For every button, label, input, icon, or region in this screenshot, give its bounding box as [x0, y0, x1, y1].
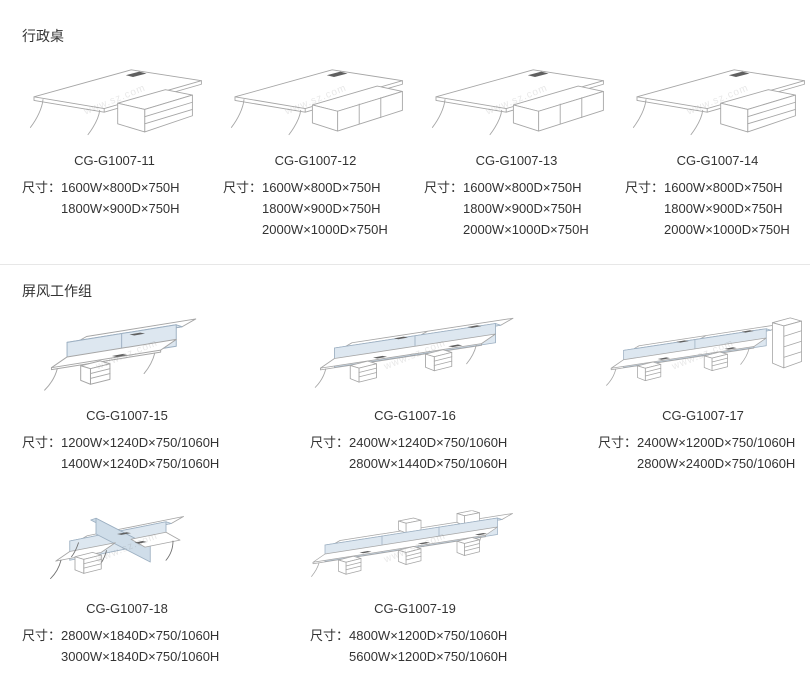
product-model: CG-G1007-15 [86, 408, 168, 423]
product-image: www.sz.com [22, 498, 232, 598]
size-label: 尺寸： [22, 435, 62, 450]
section-executive-desks: 行政桌 www.sz.com CG-G1007-11 尺寸： 1600W×800… [0, 0, 810, 240]
product-card: www.sz.com CG-G1007-11 尺寸： 1600W×800D×75… [22, 50, 207, 219]
size-values: 1600W×800D×750H 1800W×900D×750H 2000W×10… [463, 180, 589, 237]
product-image: www.sz.com [22, 50, 207, 150]
product-sizes: 尺寸： 2400W×1200D×750/1060H 2800W×2400D×75… [598, 432, 808, 474]
product-sizes: 尺寸： 1600W×800D×750H 1800W×900D×750H 2000… [223, 177, 408, 240]
product-sizes: 尺寸： 1600W×800D×750H 1800W×900D×750H 2000… [625, 177, 810, 240]
section-divider [0, 264, 810, 265]
size-values: 2800W×1840D×750/1060H 3000W×1840D×750/10… [61, 628, 220, 664]
size-label: 尺寸： [310, 435, 350, 450]
executive-desk-illustration [226, 57, 406, 143]
product-model: CG-G1007-11 [74, 153, 155, 168]
size-label: 尺寸： [424, 180, 464, 195]
product-row: www.sz.com CG-G1007-18 尺寸： 2800W×1840D×7… [22, 498, 810, 667]
product-model: CG-G1007-17 [662, 408, 744, 423]
product-image: www.sz.com [598, 305, 808, 405]
product-model: CG-G1007-12 [274, 153, 357, 168]
workstation-illustration [30, 309, 225, 402]
product-sizes: 尺寸： 4800W×1200D×750/1060H 5600W×1200D×75… [310, 625, 520, 667]
size-values: 1600W×800D×750H 1800W×900D×750H 2000W×10… [664, 180, 790, 237]
product-model: CG-G1007-16 [374, 408, 456, 423]
size-values: 1600W×800D×750H 1800W×900D×750H [61, 180, 180, 216]
product-sizes: 尺寸： 1200W×1240D×750/1060H 1400W×1240D×75… [22, 432, 232, 474]
product-image: www.sz.com [310, 305, 520, 405]
product-sizes: 尺寸： 2800W×1840D×750/1060H 3000W×1840D×75… [22, 625, 232, 667]
size-values: 4800W×1200D×750/1060H 5600W×1200D×750/10… [349, 628, 508, 664]
product-image: www.sz.com [223, 50, 408, 150]
size-values: 2400W×1200D×750/1060H 2800W×2400D×750/10… [637, 435, 796, 471]
product-model: CG-G1007-18 [86, 601, 168, 616]
executive-desk-illustration [628, 57, 808, 143]
product-card: www.sz.com CG-G1007-16 尺寸： 2400W×1240D×7… [310, 305, 520, 474]
product-row: www.sz.com CG-G1007-11 尺寸： 1600W×800D×75… [22, 50, 810, 240]
size-label: 尺寸： [22, 628, 62, 643]
section-title-executive-desks: 行政桌 [22, 28, 64, 44]
product-model: CG-G1007-13 [475, 153, 558, 168]
product-sizes: 尺寸： 2400W×1240D×750/1060H 2800W×1440D×75… [310, 432, 520, 474]
product-image: www.sz.com [424, 50, 609, 150]
product-model: CG-G1007-14 [676, 153, 759, 168]
workstation-illustration [598, 311, 808, 399]
product-image: www.sz.com [310, 498, 520, 598]
product-card: www.sz.com CG-G1007-18 尺寸： 2800W×1840D×7… [22, 498, 232, 667]
product-card: www.sz.com CG-G1007-13 尺寸： 1600W×800D×75… [424, 50, 609, 240]
size-label: 尺寸： [223, 180, 263, 195]
product-card: www.sz.com CG-G1007-14 尺寸： 1600W×800D×75… [625, 50, 810, 240]
size-label: 尺寸： [22, 180, 62, 195]
size-values: 1600W×800D×750H 1800W×900D×750H 2000W×10… [262, 180, 388, 237]
size-label: 尺寸： [598, 435, 638, 450]
size-label: 尺寸： [310, 628, 350, 643]
workstation-illustration [40, 504, 215, 592]
product-sizes: 尺寸： 1600W×800D×750H 1800W×900D×750H [22, 177, 207, 219]
product-card: www.sz.com CG-G1007-19 尺寸： 4800W×1200D×7… [310, 498, 520, 667]
size-values: 2400W×1240D×750/1060H 2800W×1440D×750/10… [349, 435, 508, 471]
workstation-illustration [310, 308, 520, 402]
size-values: 1200W×1240D×750/1060H 1400W×1240D×750/10… [61, 435, 220, 471]
product-card: www.sz.com CG-G1007-12 尺寸： 1600W×800D×75… [223, 50, 408, 240]
executive-desk-illustration [427, 57, 607, 143]
product-card: www.sz.com CG-G1007-15 尺寸： 1200W×1240D×7… [22, 305, 232, 474]
product-row: www.sz.com CG-G1007-15 尺寸： 1200W×1240D×7… [22, 305, 810, 474]
section-title-screen-workstations: 屏风工作组 [22, 283, 92, 299]
executive-desk-illustration [25, 57, 205, 143]
section-screen-workstations: 屏风工作组 www.sz.com CG-G1007-15 尺寸： 1200W×1… [0, 265, 810, 667]
product-image: www.sz.com [625, 50, 810, 150]
product-card: www.sz.com CG-G1007-17 尺寸： 2400W×1200D×7… [598, 305, 808, 474]
product-image: www.sz.com [22, 305, 232, 405]
workstation-illustration [310, 507, 520, 589]
size-label: 尺寸： [625, 180, 665, 195]
product-model: CG-G1007-19 [374, 601, 456, 616]
product-sizes: 尺寸： 1600W×800D×750H 1800W×900D×750H 2000… [424, 177, 609, 240]
